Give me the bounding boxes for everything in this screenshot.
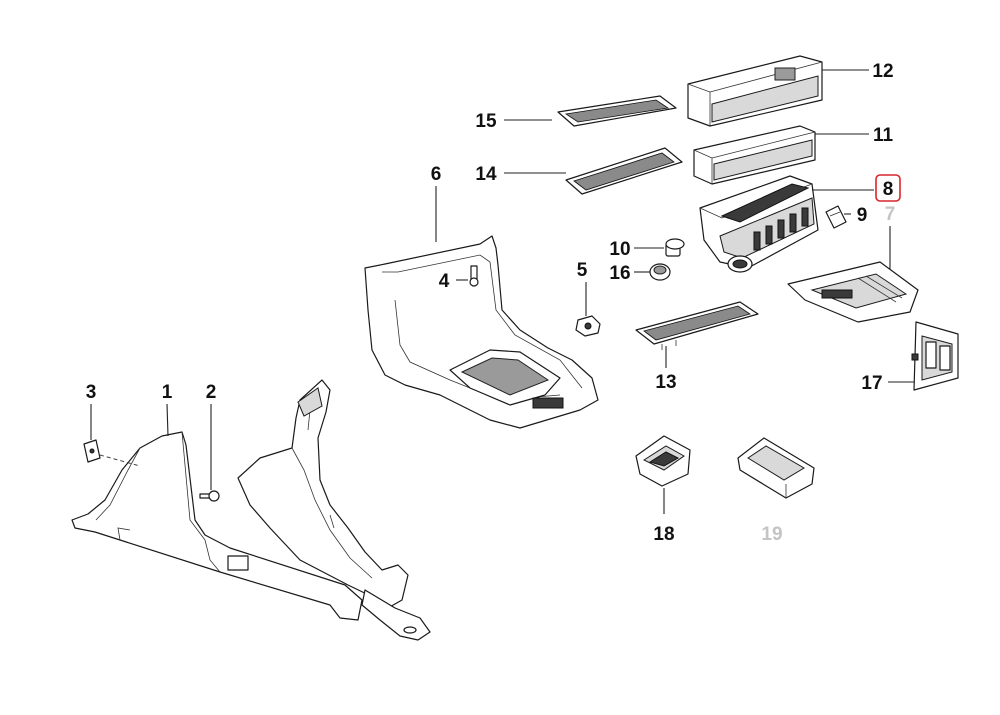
part-11-tray[interactable] (693, 125, 816, 185)
callout-9[interactable]: 9 (857, 205, 868, 226)
part-10-button[interactable] (665, 238, 685, 257)
part-3-clip[interactable] (83, 439, 141, 467)
part-6-center-trim[interactable] (364, 235, 599, 429)
callout-17[interactable]: 17 (861, 373, 882, 394)
part-12-tray[interactable] (687, 55, 823, 127)
part-1-lower-console[interactable] (71, 379, 431, 641)
callout-7[interactable]: 7 (885, 204, 896, 225)
part-13-mat[interactable] (635, 301, 759, 350)
part-15-mat[interactable] (557, 95, 677, 127)
part-7-shifter-bezel[interactable] (787, 261, 919, 323)
part-2-screw[interactable] (199, 490, 220, 502)
selected-callout-outline (875, 174, 901, 202)
callout-13[interactable]: 13 (655, 372, 676, 393)
part-5-nut[interactable] (575, 315, 601, 337)
callout-6[interactable]: 6 (431, 164, 442, 185)
part-4-screw[interactable] (469, 265, 479, 287)
callouts: 1 2 3 4 5 6 7 8 9 10 11 12 13 14 15 16 1… (86, 61, 901, 545)
callout-18[interactable]: 18 (653, 524, 674, 545)
part-9-clip[interactable] (825, 205, 847, 229)
callout-19[interactable]: 19 (761, 524, 782, 545)
callout-16[interactable]: 16 (609, 263, 630, 284)
part-16-grommet[interactable] (649, 263, 671, 281)
callout-1[interactable]: 1 (162, 382, 173, 403)
callout-12[interactable]: 12 (872, 61, 893, 82)
callout-4[interactable]: 4 (439, 271, 450, 292)
part-18-cup-insert[interactable] (635, 435, 691, 487)
part-17-bracket[interactable] (911, 321, 959, 391)
callout-10[interactable]: 10 (609, 239, 630, 260)
callout-15[interactable]: 15 (475, 111, 497, 132)
part-8-storage-compartment[interactable] (699, 175, 819, 273)
leader-lines (90, 69, 914, 514)
callout-11[interactable]: 11 (873, 125, 894, 146)
callout-8[interactable]: 8 (883, 179, 894, 200)
callout-3[interactable]: 3 (86, 382, 97, 403)
part-19-tray-insert[interactable] (737, 437, 815, 499)
callout-14[interactable]: 14 (475, 164, 497, 185)
part-8-vent-slots (753, 207, 809, 251)
part-14-mat[interactable] (565, 147, 683, 195)
callout-5[interactable]: 5 (577, 260, 588, 281)
callout-2[interactable]: 2 (206, 382, 217, 403)
